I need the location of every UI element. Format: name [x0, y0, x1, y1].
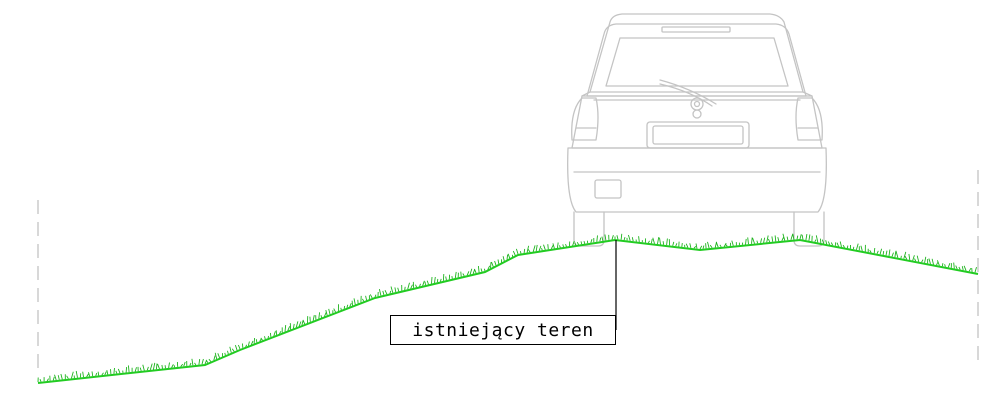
terrain-callout-label: istniejący teren [390, 315, 616, 345]
grass-blades [37, 233, 977, 383]
car-rear-view-icon [567, 13, 827, 247]
grass-hatching [37, 233, 977, 383]
terrain-line [37, 238, 979, 384]
